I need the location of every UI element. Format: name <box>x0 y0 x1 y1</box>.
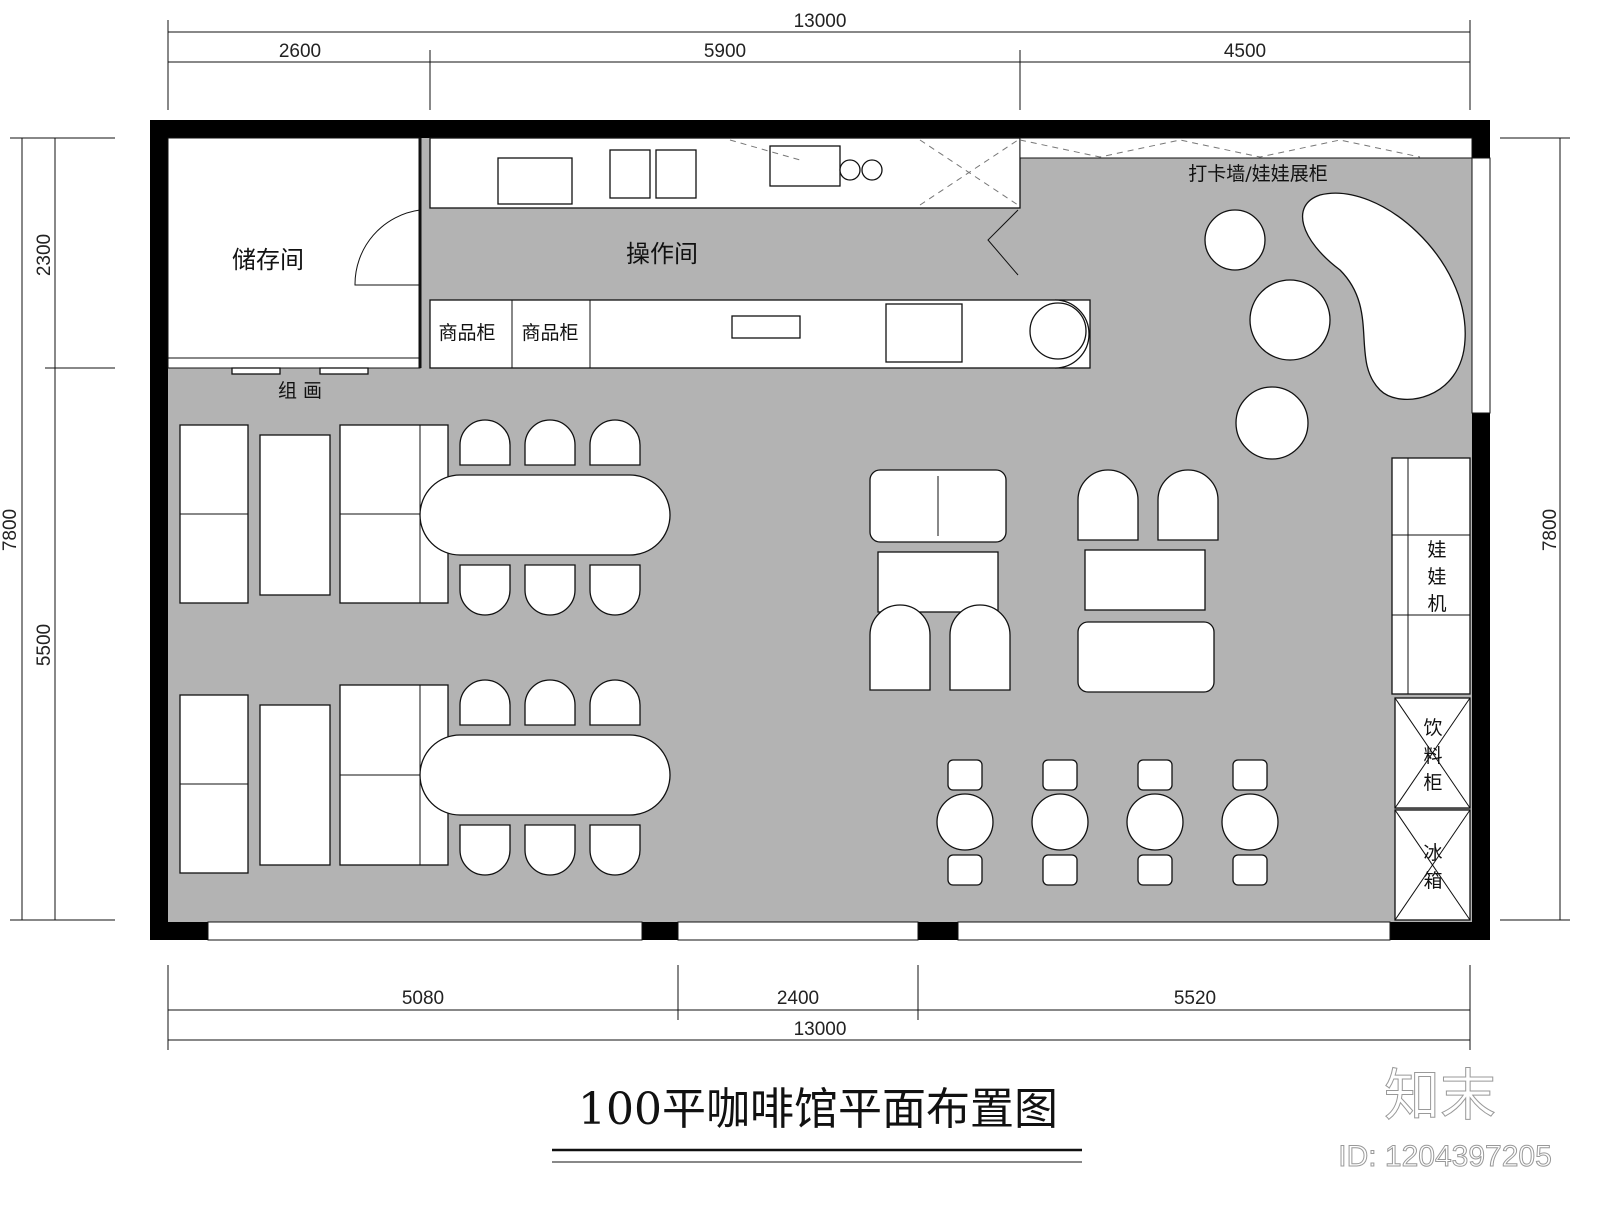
dim-right-total: 7800 <box>1540 509 1561 551</box>
long-table <box>419 474 671 556</box>
fridge <box>1394 809 1471 921</box>
storage-room-label: 储存间 <box>232 246 304 274</box>
claw-machine-label: 机 <box>1427 593 1446 615</box>
fridge-label: 冰 <box>1423 842 1442 864</box>
dim-bottom-total: 13000 <box>794 1019 847 1040</box>
watermark-logo: 知末 <box>1384 1064 1496 1127</box>
claw-machines <box>1391 457 1471 695</box>
plant-pot <box>1029 302 1087 360</box>
fridge-unit <box>655 149 697 199</box>
checkin-area <box>1204 192 1466 460</box>
checkin-wall-label: 打卡墙/娃娃展柜 <box>1188 163 1327 185</box>
claw-machine-label: 娃 <box>1427 566 1446 588</box>
fridge-unit <box>609 149 651 199</box>
cash-register <box>731 315 801 339</box>
dim-bottom-2: 2400 <box>777 988 819 1009</box>
watermark-id: ID: 1204397205 <box>1338 1140 1552 1173</box>
dim-top-total: 13000 <box>794 11 847 32</box>
dim-left-total: 7800 <box>0 509 21 551</box>
drinks-cabinet-label: 饮 <box>1423 717 1442 739</box>
fridge-label: 箱 <box>1423 870 1442 892</box>
entrance-door <box>677 921 919 941</box>
round-tables <box>936 759 1279 886</box>
chairs <box>459 419 641 876</box>
goods-cabinet-label: 商品柜 <box>521 322 578 344</box>
checkin-wall-strip <box>1019 137 1473 159</box>
dim-left-1: 2300 <box>34 234 55 276</box>
dim-left-2: 5500 <box>34 624 55 666</box>
claw-machine-label: 娃 <box>1427 539 1446 561</box>
storage-room <box>167 137 421 361</box>
dim-bottom-3: 5520 <box>1174 988 1216 1009</box>
dimension-lines <box>10 20 1570 1050</box>
window-bottom-left <box>207 921 643 941</box>
drinks-cabinet <box>1394 697 1471 809</box>
booth-seating-left <box>179 424 449 874</box>
long-table <box>419 734 671 816</box>
goods-cabinet-label: 商品柜 <box>438 322 495 344</box>
drinks-cabinet-label: 柜 <box>1423 772 1442 794</box>
sink <box>497 157 573 205</box>
operation-room-label: 操作间 <box>626 240 698 268</box>
drawing-title: 100平咖啡馆平面布置图 <box>578 1084 1058 1135</box>
drinks-cabinet-label: 料 <box>1423 745 1442 767</box>
storage-door <box>354 209 421 286</box>
window-bottom-right <box>957 921 1391 941</box>
window-right <box>1471 157 1491 414</box>
painting-group-label: 组 画 <box>278 380 322 402</box>
coffee-machine <box>769 145 841 187</box>
lounge-sofa-group <box>869 469 1219 693</box>
dim-top-2: 5900 <box>704 41 746 62</box>
dim-top-1: 2600 <box>279 41 321 62</box>
display-case <box>885 303 963 363</box>
storage-wall <box>167 357 421 369</box>
dim-bottom-1: 5080 <box>402 988 444 1009</box>
dim-top-3: 4500 <box>1224 41 1266 62</box>
